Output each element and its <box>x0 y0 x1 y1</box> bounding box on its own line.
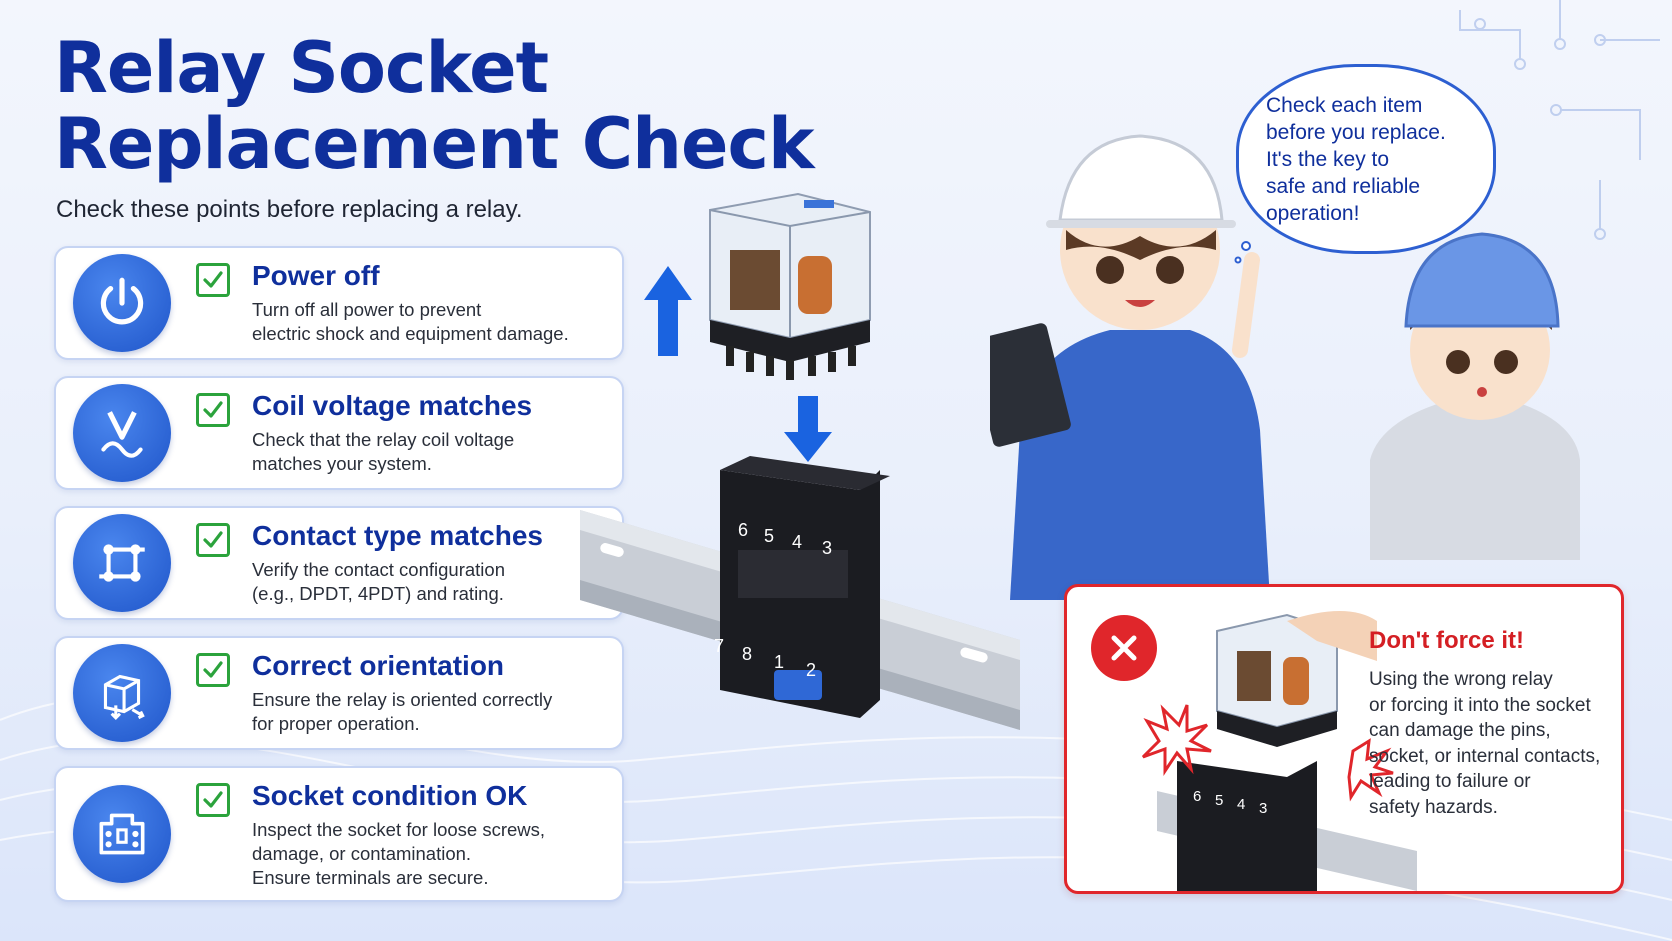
relay-socket-illustration: 6 5 4 3 7 8 1 2 <box>580 192 1020 730</box>
speech-bubble-line: safe and reliable <box>1266 174 1421 198</box>
page-subtitle: Check these points before replacing a re… <box>56 196 523 223</box>
warning-title: Don't force it! <box>1369 627 1525 654</box>
worker-thinking <box>1370 232 1580 560</box>
check-title: Correct orientation <box>252 650 505 681</box>
workers-illustration <box>990 134 1580 600</box>
impact-burst-icon <box>1141 704 1394 802</box>
socket-terminal-number: 5 <box>1215 792 1223 809</box>
page-title: Relay Socket Replacement Check <box>54 30 814 182</box>
warning-line: can damage the pins, <box>1369 720 1551 741</box>
socket-terminal-number: 1 <box>774 652 784 672</box>
check-description-line: (e.g., DPDT, 4PDT) and rating. <box>252 583 504 604</box>
forced-relay-illustration: 6 5 4 3 <box>1141 611 1417 891</box>
warning-line: safety hazards. <box>1369 796 1498 818</box>
socket-terminal-number: 8 <box>742 644 752 664</box>
check-card-socket-condition: Socket condition OK Inspect the socket f… <box>54 766 624 902</box>
socket-terminal-number: 4 <box>792 532 802 552</box>
check-description-line: electric shock and equipment damage. <box>252 323 569 344</box>
checkbox-checked-icon <box>196 523 230 557</box>
check-card-contact-type: Contact type matches Verify the contact … <box>54 506 624 620</box>
checkbox-checked-icon <box>196 263 230 297</box>
power-icon <box>73 254 171 352</box>
socket-terminal-number: 3 <box>822 538 832 558</box>
check-title: Contact type matches <box>252 520 543 551</box>
check-description: Check that the relay coil voltage matche… <box>252 428 612 476</box>
speech-bubble-text: Check each item before you replace. It's… <box>1266 92 1466 227</box>
check-title: Power off <box>252 260 380 291</box>
check-description: Ensure the relay is oriented correctly f… <box>252 688 612 736</box>
orientation-cube-icon <box>73 644 171 742</box>
socket-terminal-number: 7 <box>714 636 724 656</box>
speech-bubble-line: before you replace. <box>1266 120 1446 144</box>
check-description: Inspect the socket for loose screws, dam… <box>252 818 612 890</box>
worker-pointing <box>990 134 1270 600</box>
relay <box>709 192 871 380</box>
socket-icon <box>73 785 171 883</box>
speech-bubble-line: operation! <box>1266 201 1360 225</box>
warning-line: socket, or internal contacts, <box>1369 745 1601 767</box>
socket-terminal-number: 6 <box>1193 788 1201 805</box>
check-description-line: Ensure terminals are secure. <box>252 867 489 888</box>
check-description-line: Inspect the socket for loose screws, <box>252 819 546 840</box>
socket-terminal-number: 2 <box>806 660 816 680</box>
speech-bubble-line: Check each item <box>1266 93 1423 117</box>
down-arrow-icon <box>784 396 832 462</box>
page-title-line-2: Replacement Check <box>54 103 814 185</box>
check-description-line: Check that the relay coil voltage <box>252 429 515 450</box>
checkbox-checked-icon <box>196 393 230 427</box>
check-description-line: Ensure the relay is oriented correctly <box>252 689 553 710</box>
socket-terminal-number: 5 <box>764 526 774 546</box>
error-x-icon <box>1091 615 1157 681</box>
check-description-line: matches your system. <box>252 453 432 474</box>
check-description-line: Verify the contact configuration <box>252 559 505 580</box>
check-description: Turn off all power to prevent electric s… <box>252 298 612 346</box>
checklist: Power off Turn off all power to prevent … <box>54 246 624 918</box>
check-description-line: for proper operation. <box>252 713 420 734</box>
check-title: Socket condition OK <box>252 780 528 811</box>
warning-panel: 6 5 4 3 Don't force it! Using the wrong … <box>1064 584 1624 894</box>
voltage-icon <box>73 384 171 482</box>
checkbox-checked-icon <box>196 783 230 817</box>
check-card-coil-voltage: Coil voltage matches Check that the rela… <box>54 376 624 490</box>
socket-terminal-number: 3 <box>1259 800 1267 817</box>
warning-line: Using the wrong relay <box>1369 669 1553 690</box>
socket-terminal-number: 6 <box>738 520 748 540</box>
warning-line: or forcing it into the socket <box>1369 694 1591 716</box>
check-description-line: damage, or contamination. <box>252 843 472 864</box>
page-title-line-1: Relay Socket <box>54 27 549 109</box>
contact-icon <box>73 514 171 612</box>
check-title: Coil voltage matches <box>252 390 533 421</box>
speech-bubble: Check each item before you replace. It's… <box>1236 64 1496 254</box>
socket-terminal-number: 4 <box>1237 796 1245 813</box>
check-description-line: Turn off all power to prevent <box>252 299 482 320</box>
warning-description: Using the wrong relay or forcing it into… <box>1369 667 1609 820</box>
up-arrow-icon <box>644 266 692 356</box>
check-card-power-off: Power off Turn off all power to prevent … <box>54 246 624 360</box>
check-card-orientation: Correct orientation Ensure the relay is … <box>54 636 624 750</box>
check-description: Verify the contact configuration (e.g., … <box>252 558 612 606</box>
checkbox-checked-icon <box>196 653 230 687</box>
speech-bubble-line: It's the key to <box>1266 147 1390 171</box>
warning-line: leading to failure or <box>1369 771 1531 792</box>
relay-socket <box>720 456 890 718</box>
speech-bubble-tail <box>1234 241 1251 264</box>
